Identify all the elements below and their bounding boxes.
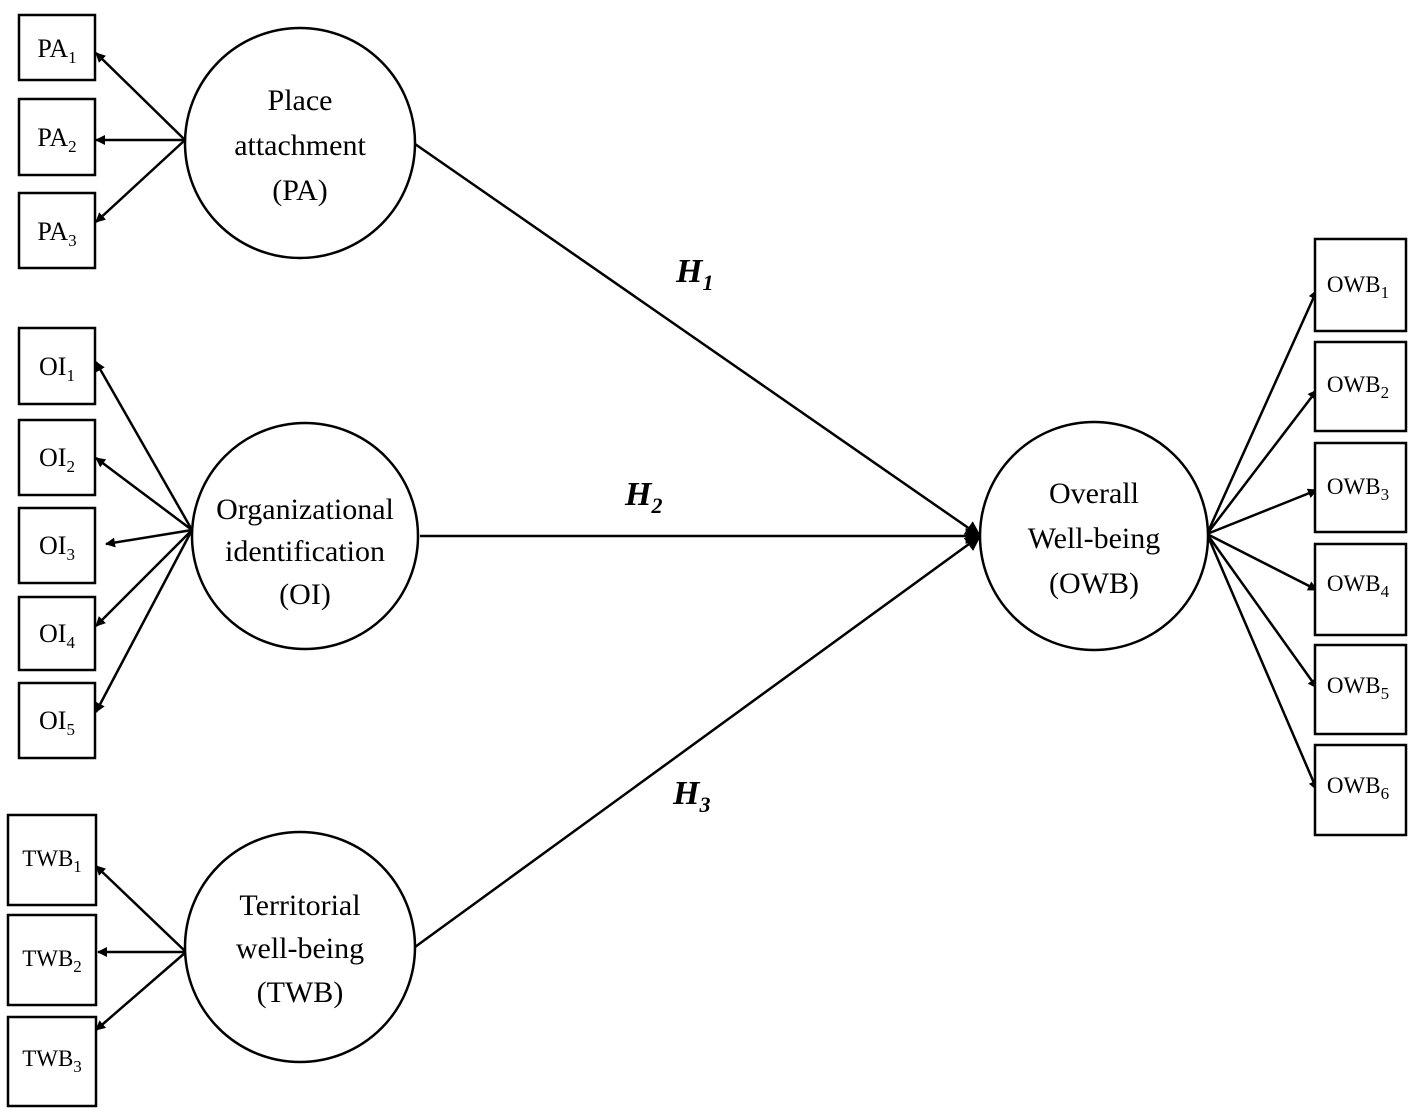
hypothesis-label-h3: H3	[672, 775, 710, 817]
indicator-owb-6: OWB6	[1313, 743, 1408, 837]
svg-text:PA1: PA1	[37, 34, 76, 67]
owb-loadings	[1205, 289, 1319, 791]
latent-pa-circle	[183, 26, 417, 260]
loading-owb-3	[1206, 488, 1318, 536]
indicator-oi-1: OI1	[17, 326, 97, 406]
loading-pa-3	[95, 139, 186, 223]
indicator-owb-1: OWB1	[1313, 237, 1408, 333]
twb-indicators: TWB1 TWB2 TWB3	[6, 813, 98, 1108]
loading-owb-2	[1206, 389, 1318, 535]
hypothesis-labels: H1 H2 H3	[624, 253, 713, 817]
indicator-pa-3: PA3	[17, 191, 97, 270]
svg-text:TWB3: TWB3	[22, 1046, 82, 1076]
svg-text:OWB6: OWB6	[1327, 773, 1389, 803]
indicator-oi-2: OI2	[17, 418, 97, 497]
latent-twb-circle	[183, 830, 417, 1064]
loading-oi-5	[94, 529, 194, 713]
svg-text:OI5: OI5	[39, 706, 75, 739]
latent-owb-circle	[978, 420, 1210, 652]
latent-pa-line-1: Place	[268, 84, 333, 117]
twb-loadings	[95, 865, 187, 1031]
latent-twb-line-1: Territorial	[239, 889, 360, 922]
latent-owb-line-1: Overall	[1049, 477, 1139, 510]
indicator-pa-1: PA1	[17, 13, 97, 82]
latent-owb-line-3: (OWB)	[1049, 567, 1139, 600]
loading-owb-1	[1205, 289, 1319, 535]
hypothesis-label-h1: H1	[675, 253, 713, 295]
loading-twb-1	[95, 865, 187, 953]
loading-oi-2	[95, 457, 193, 531]
latent-oi-line-1: Organizational	[216, 493, 394, 526]
loading-oi-3	[105, 528, 193, 548]
latent-pa-line-2: attachment	[234, 129, 366, 162]
owb-indicators: OWB1 OWB2 OWB3 OWB4 OWB5 OWB6	[1313, 237, 1408, 837]
oi-indicators: OI1 OI2 OI3 OI4 OI5	[17, 326, 97, 760]
latent-oi: Organizational identification (OI)	[190, 421, 420, 651]
indicator-owb-5: OWB5	[1313, 643, 1408, 736]
indicator-twb-2: TWB2	[6, 913, 98, 1007]
indicator-oi-4: OI4	[17, 595, 97, 672]
loading-twb-3	[95, 951, 187, 1031]
latent-pa-line-3: (PA)	[272, 174, 328, 207]
indicator-owb-4: OWB4	[1313, 542, 1408, 637]
latent-owb-line-2: Well-being	[1028, 522, 1161, 555]
svg-text:OWB1: OWB1	[1327, 272, 1389, 302]
loading-pa-1	[95, 52, 186, 141]
loading-owb-6	[1205, 533, 1319, 791]
svg-text:OWB5: OWB5	[1327, 673, 1389, 703]
path-h1	[414, 142, 982, 538]
indicator-oi-3: OI3	[17, 506, 97, 585]
svg-text:OI3: OI3	[39, 531, 75, 564]
svg-text:OI2: OI2	[39, 443, 75, 476]
latent-owb: Overall Well-being (OWB)	[978, 420, 1210, 652]
latent-oi-circle	[190, 421, 420, 651]
structural-paths	[414, 142, 982, 949]
latent-pa: Place attachment (PA)	[183, 26, 417, 260]
latent-oi-line-3: (OI)	[279, 578, 331, 611]
latent-twb-line-3: (TWB)	[257, 976, 344, 1009]
indicator-pa-2: PA2	[17, 97, 97, 177]
indicator-owb-3: OWB3	[1313, 441, 1408, 534]
loading-owb-4	[1206, 532, 1318, 592]
indicator-twb-3: TWB3	[6, 1015, 98, 1108]
path-h3	[414, 534, 982, 949]
svg-text:TWB1: TWB1	[22, 846, 82, 876]
loading-oi-1	[94, 361, 194, 531]
loading-oi-4	[95, 529, 193, 627]
latent-twb-line-2: well-being	[236, 932, 364, 965]
loading-owb-5	[1205, 533, 1319, 689]
svg-text:OWB3: OWB3	[1327, 474, 1389, 504]
oi-loadings	[94, 361, 194, 713]
svg-text:OI1: OI1	[39, 352, 75, 385]
latent-twb: Territorial well-being (TWB)	[183, 830, 417, 1064]
svg-text:OI4: OI4	[39, 619, 75, 652]
svg-text:OWB2: OWB2	[1327, 372, 1389, 402]
latent-oi-line-2: identification	[225, 535, 385, 568]
indicator-twb-1: TWB1	[6, 813, 98, 907]
svg-text:PA3: PA3	[37, 217, 76, 250]
pa-loadings	[95, 52, 186, 223]
indicator-owb-2: OWB2	[1313, 340, 1408, 433]
hypothesis-label-h2: H2	[624, 476, 662, 518]
indicator-oi-5: OI5	[17, 681, 97, 760]
pa-indicators: PA1 PA2 PA3	[17, 13, 97, 270]
svg-text:OWB4: OWB4	[1327, 571, 1390, 601]
svg-text:PA2: PA2	[37, 123, 76, 156]
svg-text:TWB2: TWB2	[22, 946, 82, 976]
